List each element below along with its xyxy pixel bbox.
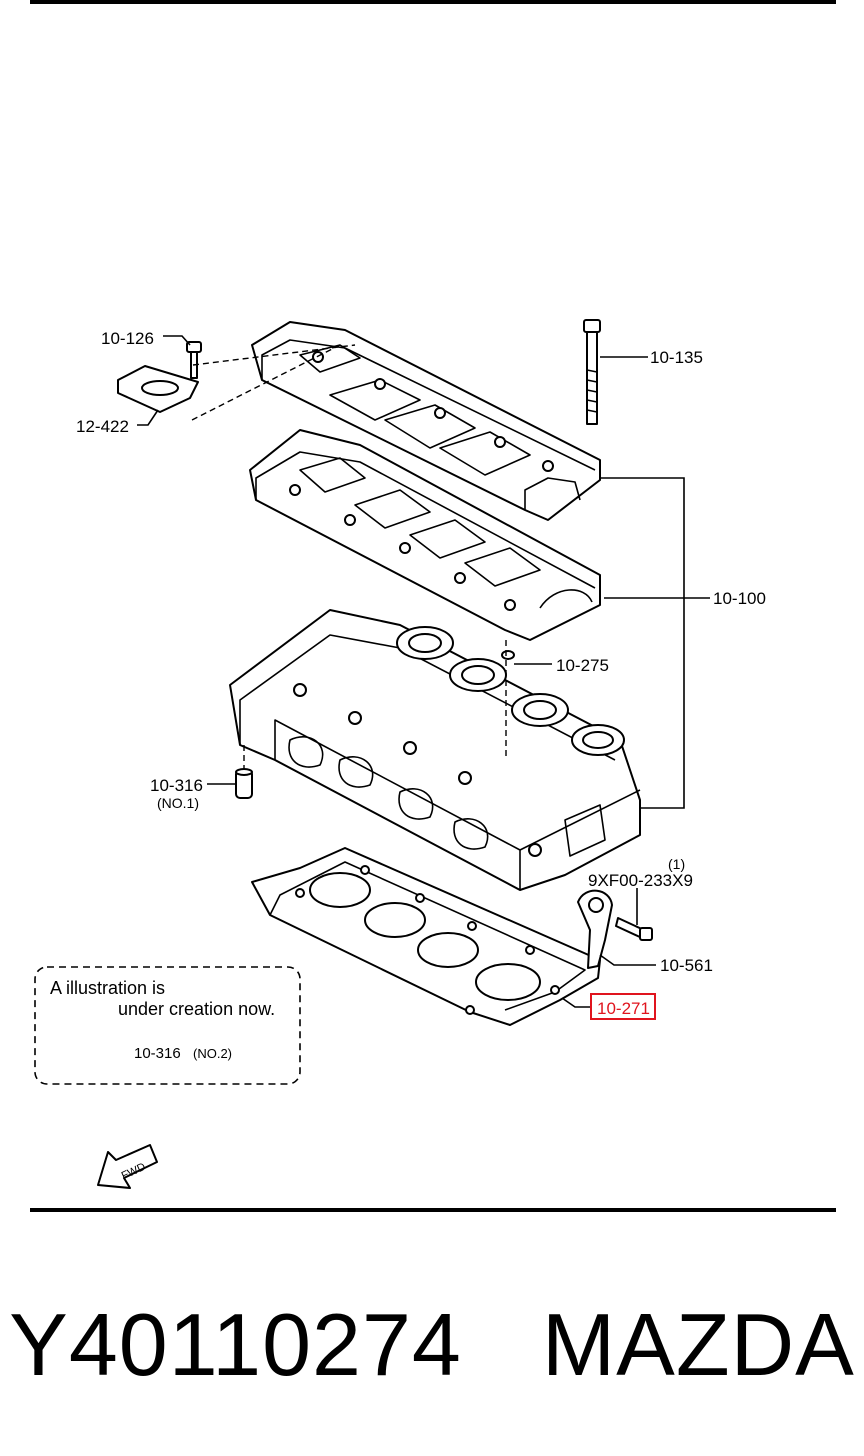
callout-10-316-note: (NO.1) [157, 795, 199, 811]
highlight-box [590, 993, 656, 1020]
note-line-1: A illustration is [50, 978, 165, 998]
callout-10-316: 10-316 [150, 776, 203, 795]
callout-10-100: 10-100 [713, 589, 766, 608]
cylinder-head-gasket [251, 847, 601, 1026]
small-bolt [186, 341, 202, 379]
dowel-pin [501, 650, 515, 660]
highlighted-callout-10-271[interactable]: 10-271 [590, 993, 656, 1020]
note-line-2: under creation now. [118, 999, 275, 1019]
hanger-bolt [615, 917, 653, 941]
cylinder-head-exploded-diagram: 10-126 12-422 10-135 10-100 10-275 10-31… [34, 319, 766, 1189]
note-box: A illustration is under creation now. 10… [34, 966, 301, 1085]
note-part: 10-316 [134, 1045, 181, 1062]
part-number-footer: Y40110274 MAZDA [0, 1290, 864, 1400]
engine-hanger [577, 889, 613, 969]
callout-10-135: 10-135 [650, 348, 703, 367]
callout-10-271: 10-271 [597, 999, 650, 1018]
fwd-arrow-icon: FWD [97, 1144, 158, 1189]
brand-name: MAZDA [541, 1295, 855, 1394]
cylinder-head [229, 609, 641, 891]
long-head-bolt [583, 319, 601, 425]
part-number: Y40110274 [9, 1295, 462, 1394]
note-part-qualifier: (NO.2) [193, 1046, 232, 1061]
callout-qty: (1) [668, 856, 685, 872]
top-rule [30, 0, 836, 4]
camshaft-cap-housing [251, 321, 601, 521]
callout-10-126: 10-126 [101, 329, 154, 348]
cover-plate [117, 365, 199, 413]
callout-12-422: 12-422 [76, 417, 129, 436]
callout-9xf00-233x9: 9XF00-233X9 [588, 871, 693, 890]
plug [235, 768, 253, 799]
callout-10-275: 10-275 [556, 656, 609, 675]
camshaft-bearing-carrier [249, 429, 601, 641]
bottom-rule [30, 1208, 836, 1212]
callout-10-561: 10-561 [660, 956, 713, 975]
